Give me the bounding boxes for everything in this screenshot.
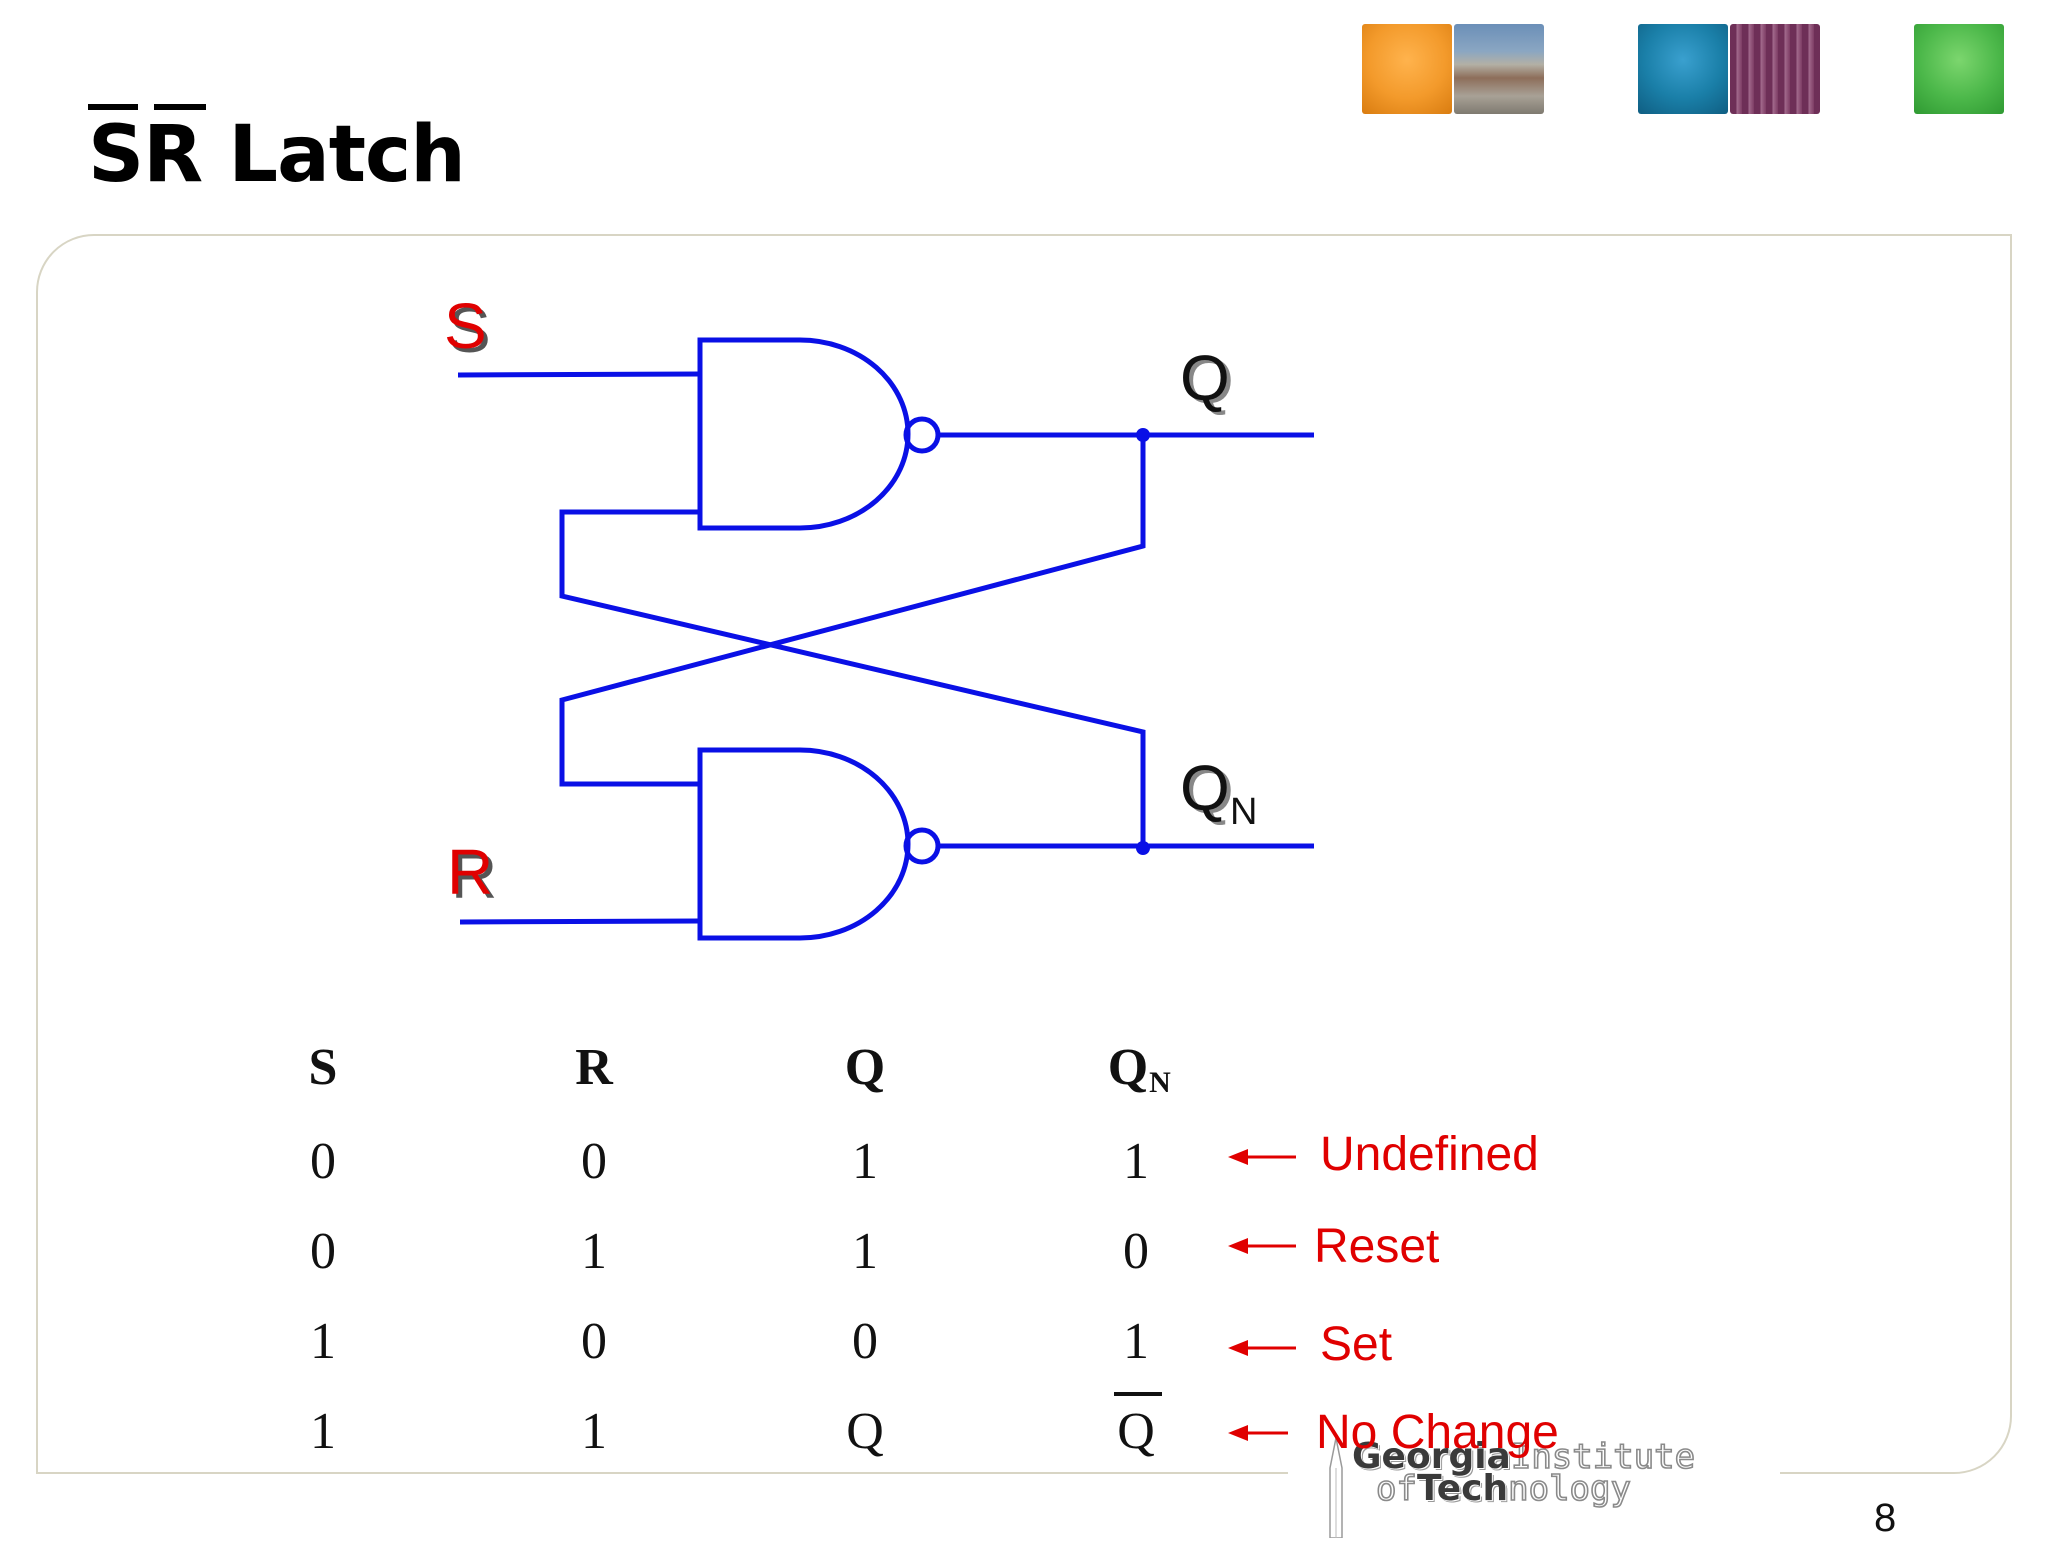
title-overbar-s bbox=[88, 104, 138, 110]
row-1-q: 1 bbox=[852, 1133, 878, 1190]
arrow-left-icon bbox=[1228, 1425, 1296, 1441]
header-qn: Q bbox=[1108, 1039, 1148, 1096]
s-input-label: S bbox=[444, 290, 487, 362]
row-3-q: 0 bbox=[852, 1313, 878, 1370]
header-s: S bbox=[309, 1039, 338, 1096]
qn-feedback-wire bbox=[559, 509, 1146, 846]
q-feedback-wire bbox=[559, 435, 1146, 787]
s-label-shadow: S bbox=[448, 294, 491, 366]
title-text: SR Latch bbox=[88, 110, 466, 200]
header-image-strip bbox=[0, 24, 2048, 116]
q-output-label: Q bbox=[1180, 342, 1230, 414]
header-r: R bbox=[575, 1039, 614, 1096]
row-4-q: Q bbox=[846, 1403, 884, 1460]
content-panel bbox=[36, 234, 2012, 1474]
q-label-shadow: Q bbox=[1184, 345, 1234, 417]
logo-word-tech: Tech bbox=[1416, 1468, 1509, 1509]
r-label-shadow: R bbox=[451, 840, 497, 912]
row-4-s: 1 bbox=[310, 1403, 336, 1460]
blue-square bbox=[1638, 24, 1728, 114]
header-q: Q bbox=[845, 1039, 885, 1096]
row-1-qn: 1 bbox=[1123, 1133, 1149, 1190]
logo-word-georgia: Georgia bbox=[1352, 1436, 1511, 1477]
arrow-left-icon bbox=[1228, 1238, 1296, 1254]
row-2-q: 1 bbox=[852, 1223, 878, 1280]
title-overbar-r bbox=[154, 104, 206, 110]
row-2-r: 1 bbox=[581, 1223, 607, 1280]
logo-word-institute: Institute bbox=[1510, 1436, 1696, 1478]
note-undefined: Undefined bbox=[1320, 1128, 1539, 1181]
note-reset: Reset bbox=[1314, 1220, 1439, 1273]
orange-square bbox=[1362, 24, 1452, 114]
circuit-board-photo bbox=[1730, 24, 1820, 114]
qn-output-label: Q bbox=[1180, 752, 1230, 824]
logo-word-of: of bbox=[1375, 1468, 1418, 1510]
qn-label-shadow: Q bbox=[1184, 755, 1234, 827]
row-3-s: 1 bbox=[310, 1313, 336, 1370]
page-number: 8 bbox=[1874, 1496, 1897, 1540]
logo-line-1: GeorgiaInstitute bbox=[1352, 1436, 1696, 1478]
row-2-qn: 0 bbox=[1123, 1223, 1149, 1280]
row-4-r: 1 bbox=[581, 1403, 607, 1460]
row-1-r: 0 bbox=[581, 1133, 607, 1190]
logo-word-nology: nology bbox=[1507, 1468, 1631, 1510]
slide-title: SR Latch bbox=[88, 100, 466, 210]
tech-tower-icon bbox=[1329, 1438, 1343, 1538]
logo-line-2: ofTechnology bbox=[1375, 1468, 1632, 1510]
q-junction-dot bbox=[1136, 428, 1150, 442]
row-3-qn: 1 bbox=[1123, 1313, 1149, 1370]
georgia-tech-logo: GeorgiaInstitute ofTechnology bbox=[1288, 1388, 1780, 1538]
r-input-wire bbox=[459, 918, 701, 925]
qn-output-subscript: N bbox=[1230, 791, 1257, 833]
r-input-label: R bbox=[447, 836, 493, 908]
row-4-qn: Q bbox=[1117, 1403, 1155, 1460]
header-qn-subscript: N bbox=[1149, 1066, 1171, 1099]
row-2-s: 0 bbox=[310, 1223, 336, 1280]
campus-photo bbox=[1454, 24, 1544, 114]
arrow-left-icon bbox=[1228, 1149, 1296, 1165]
note-set: Set bbox=[1320, 1318, 1392, 1371]
arrow-left-icon bbox=[1228, 1340, 1296, 1356]
s-input-wire bbox=[457, 371, 701, 378]
row-3-r: 0 bbox=[581, 1313, 607, 1370]
row-1-s: 0 bbox=[310, 1133, 336, 1190]
qn-junction-dot bbox=[1136, 841, 1150, 855]
green-square bbox=[1914, 24, 2004, 114]
